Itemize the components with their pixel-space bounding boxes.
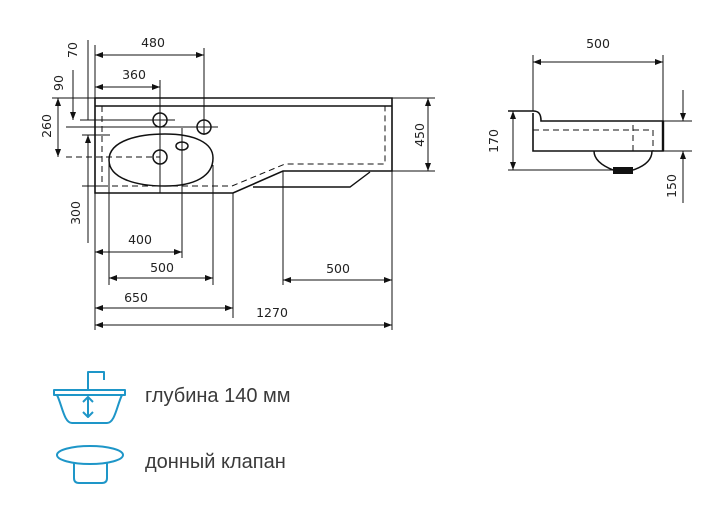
drain-valve-icon <box>56 445 124 484</box>
dim-1270: 1270 <box>256 305 288 320</box>
skirt <box>253 171 371 188</box>
dim-650: 650 <box>124 290 148 305</box>
dim-400: 400 <box>128 232 152 247</box>
dim-90: 90 <box>51 75 66 91</box>
dim-260: 260 <box>39 114 54 138</box>
dim-300: 300 <box>68 201 83 225</box>
dim-150: 150 <box>664 174 679 198</box>
basin-depth-icon <box>53 371 126 424</box>
cabinet-dashed <box>101 106 386 187</box>
dim-360: 360 <box>122 67 146 82</box>
dim-480: 480 <box>141 35 165 50</box>
legend-valve-label: донный клапан <box>145 451 286 473</box>
bowl-bottom <box>593 150 653 171</box>
side-view <box>508 55 692 203</box>
plan-view <box>52 40 435 330</box>
dim-side-500: 500 <box>586 36 610 51</box>
countertop-outline <box>94 97 393 194</box>
dim-500-basin: 500 <box>150 260 174 275</box>
dim-170: 170 <box>486 129 501 153</box>
dim-70: 70 <box>65 42 80 58</box>
side-dimension-labels: 500 170 150 <box>486 36 679 198</box>
side-outline <box>508 110 664 152</box>
basin-bowl <box>108 133 214 187</box>
dim-500-right: 500 <box>326 261 350 276</box>
plan-dimension-labels: 480 360 70 90 260 300 450 400 500 500 65… <box>39 35 427 320</box>
drain <box>613 167 633 174</box>
dim-450: 450 <box>412 123 427 147</box>
legend-depth-label: глубина 140 мм <box>145 385 291 407</box>
